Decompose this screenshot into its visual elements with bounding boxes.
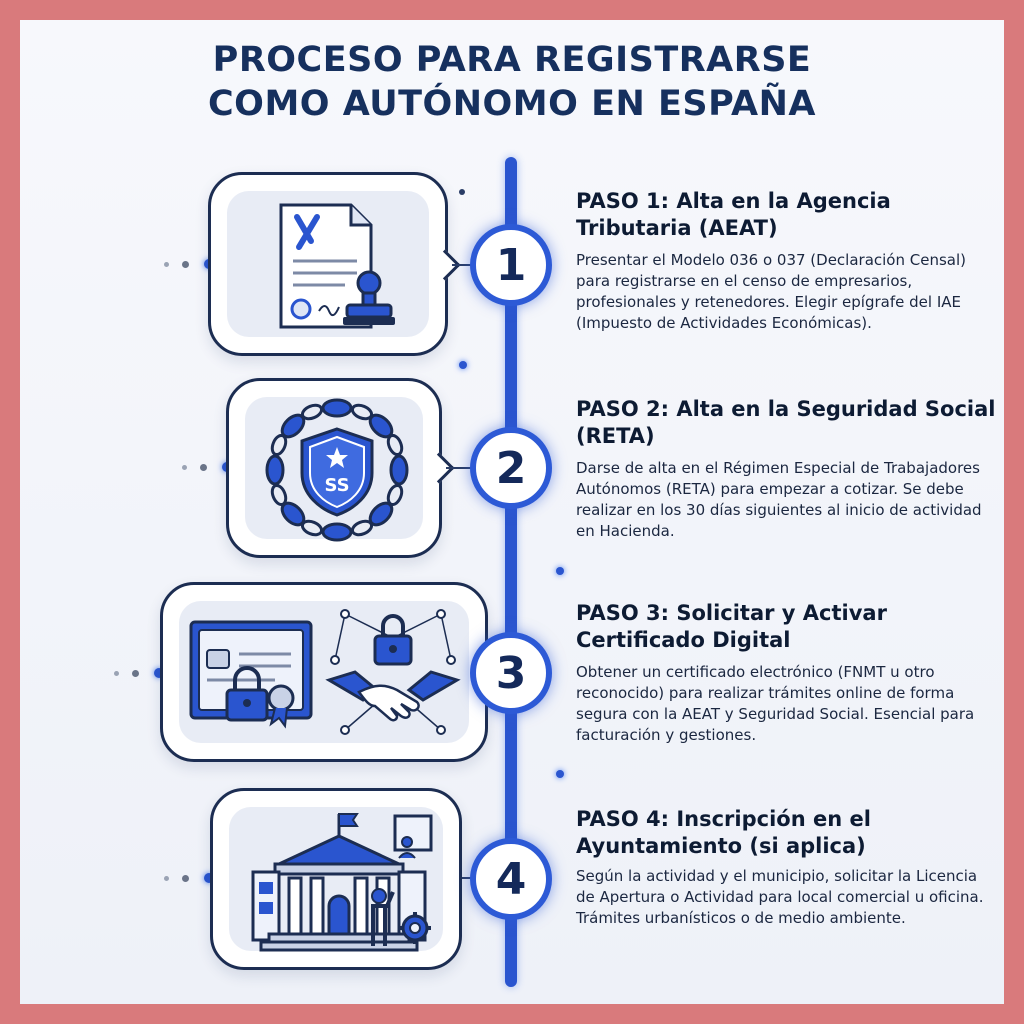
step2-card: SS — [226, 378, 442, 558]
timeline-dot — [556, 770, 564, 778]
step3-number: 3 — [495, 647, 527, 699]
timeline-dot — [556, 567, 564, 575]
step2-number-circle: 2 — [470, 427, 552, 509]
step4-dot-grey — [182, 875, 189, 882]
step1-connector — [452, 264, 474, 266]
digital-certificate-handshake-icon — [189, 609, 461, 735]
step3-title: PASO 3: Solicitar y Activar Certificado … — [576, 601, 887, 652]
step1-card — [208, 172, 448, 356]
step3-description: Obtener un certificado electrónico (FNMT… — [576, 663, 975, 744]
step1-dot-grey — [182, 261, 189, 268]
tax-document-stamp-icon — [279, 203, 395, 329]
title-line-1: PROCESO PARA REGISTRARSE — [212, 40, 812, 80]
step1-dot-grey — [164, 262, 169, 267]
step3-card — [160, 582, 488, 762]
step3-dot-blue — [154, 668, 164, 678]
step1-number-circle: 1 — [470, 224, 552, 306]
ss-badge-text: SS — [324, 475, 349, 496]
step4-title: PASO 4: Inscripción en el Ayuntamiento (… — [576, 807, 871, 858]
step2-description: Darse de alta en el Régimen Especial de … — [576, 459, 982, 540]
step4-dot-grey — [164, 876, 169, 881]
page-title: PROCESO PARA REGISTRARSE COMO AUTÓNOMO E… — [0, 38, 1024, 126]
timeline-dot — [459, 361, 467, 369]
town-hall-icon — [251, 813, 433, 952]
step3-number-circle: 3 — [470, 632, 552, 714]
step4-number-circle: 4 — [470, 838, 552, 920]
timeline-line — [505, 157, 517, 987]
step1-description: Presentar el Modelo 036 o 037 (Declaraci… — [576, 251, 966, 332]
step2-dot-grey — [200, 464, 207, 471]
step4-card — [210, 788, 462, 970]
step2-number: 2 — [495, 442, 527, 494]
step4-dot-blue — [204, 873, 214, 883]
step4-number: 4 — [495, 853, 527, 905]
step1-title: PASO 1: Alta en la Agencia Tributaria (A… — [576, 189, 891, 240]
step4-description: Según la actividad y el municipio, solic… — [576, 867, 984, 927]
step4-connector — [462, 877, 474, 879]
step1-number: 1 — [495, 239, 527, 291]
social-security-shield-icon: SS — [265, 398, 409, 542]
timeline-dot — [459, 189, 465, 195]
step2-title: PASO 2: Alta en la Seguridad Social (RET… — [576, 397, 996, 448]
step3-dot-grey — [114, 671, 119, 676]
step2-connector — [446, 467, 474, 469]
step3-dot-grey — [132, 670, 139, 677]
title-line-2: COMO AUTÓNOMO EN ESPAÑA — [208, 84, 816, 124]
step2-dot-grey — [182, 465, 187, 470]
